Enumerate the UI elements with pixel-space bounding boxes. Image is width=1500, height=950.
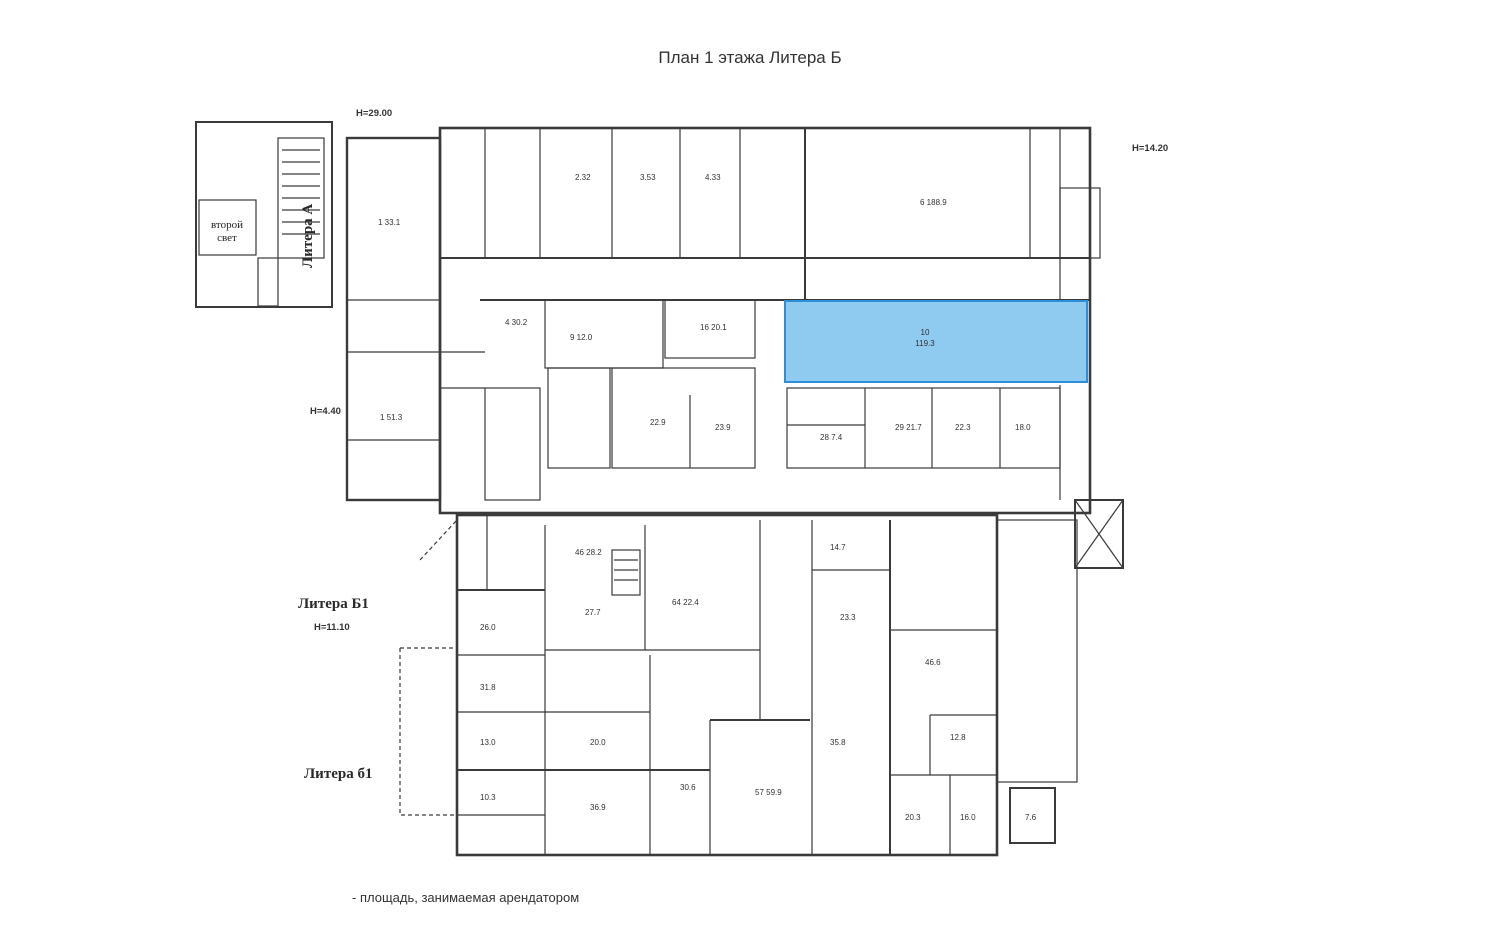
height-mark-4: Н=4.40 bbox=[310, 406, 341, 417]
svg-text:26.0: 26.0 bbox=[480, 623, 496, 632]
litera-b1-lower-label: Литера б1 bbox=[304, 766, 373, 782]
annex-second-light-block bbox=[195, 121, 333, 308]
svg-text:16 20.1: 16 20.1 bbox=[700, 323, 727, 332]
tenant-room-area: 119.3 bbox=[915, 339, 935, 348]
svg-text:9 12.0: 9 12.0 bbox=[570, 333, 593, 342]
svg-text:2.32: 2.32 bbox=[575, 173, 591, 182]
svg-text:27.7: 27.7 bbox=[585, 608, 601, 617]
svg-text:29 21.7: 29 21.7 bbox=[895, 423, 922, 432]
tenant-room-number: 10 bbox=[921, 328, 930, 337]
svg-text:20.3: 20.3 bbox=[905, 813, 921, 822]
svg-text:57 59.9: 57 59.9 bbox=[755, 788, 782, 797]
height-mark-29: Н=29.00 bbox=[356, 108, 393, 119]
svg-text:31.8: 31.8 bbox=[480, 683, 496, 692]
svg-text:64 22.4: 64 22.4 bbox=[672, 598, 699, 607]
svg-text:30.6: 30.6 bbox=[680, 783, 696, 792]
svg-text:35.8: 35.8 bbox=[830, 738, 846, 747]
svg-text:46 28.2: 46 28.2 bbox=[575, 548, 602, 557]
litera-b-main-block bbox=[438, 126, 1092, 515]
svg-text:23.9: 23.9 bbox=[715, 423, 731, 432]
svg-text:4.33: 4.33 bbox=[705, 173, 721, 182]
plan-title: План 1 этажа Литера Б bbox=[658, 48, 842, 67]
litera-b1-block bbox=[455, 513, 999, 857]
litera-a-label: Литера А bbox=[300, 203, 316, 268]
second-light-void bbox=[198, 199, 257, 256]
svg-text:10.3: 10.3 bbox=[480, 793, 496, 802]
svg-text:46.6: 46.6 bbox=[925, 658, 941, 667]
second-light-label: второй свет bbox=[211, 219, 243, 244]
svg-text:22.3: 22.3 bbox=[955, 423, 971, 432]
legend-text: - площадь, занимаемая арендатором bbox=[352, 890, 580, 905]
litera-a-wing bbox=[345, 136, 442, 502]
litera-b1-label: Литера Б1 bbox=[298, 596, 369, 612]
svg-text:16.0: 16.0 bbox=[960, 813, 976, 822]
height-mark-11: Н=11.10 bbox=[314, 622, 350, 633]
svg-text:4 30.2: 4 30.2 bbox=[505, 318, 528, 327]
svg-text:20.0: 20.0 bbox=[590, 738, 606, 747]
svg-text:18.0: 18.0 bbox=[1015, 423, 1031, 432]
tenant-area-room-10 bbox=[784, 300, 1088, 383]
svg-text:7.6: 7.6 bbox=[1025, 813, 1037, 822]
svg-text:13.0: 13.0 bbox=[480, 738, 496, 747]
svg-text:3.53: 3.53 bbox=[640, 173, 656, 182]
height-mark-14: Н=14.20 bbox=[1132, 143, 1169, 154]
svg-text:1 33.1: 1 33.1 bbox=[378, 218, 401, 227]
svg-text:14.7: 14.7 bbox=[830, 543, 846, 552]
svg-text:22.9: 22.9 bbox=[650, 418, 666, 427]
stair-block-annex bbox=[277, 137, 325, 259]
svg-text:36.9: 36.9 bbox=[590, 803, 606, 812]
svg-text:12.8: 12.8 bbox=[950, 733, 966, 742]
svg-text:1 51.3: 1 51.3 bbox=[380, 413, 403, 422]
svg-text:28 7.4: 28 7.4 bbox=[820, 433, 843, 442]
svg-text:6 188.9: 6 188.9 bbox=[920, 198, 947, 207]
svg-text:23.3: 23.3 bbox=[840, 613, 856, 622]
